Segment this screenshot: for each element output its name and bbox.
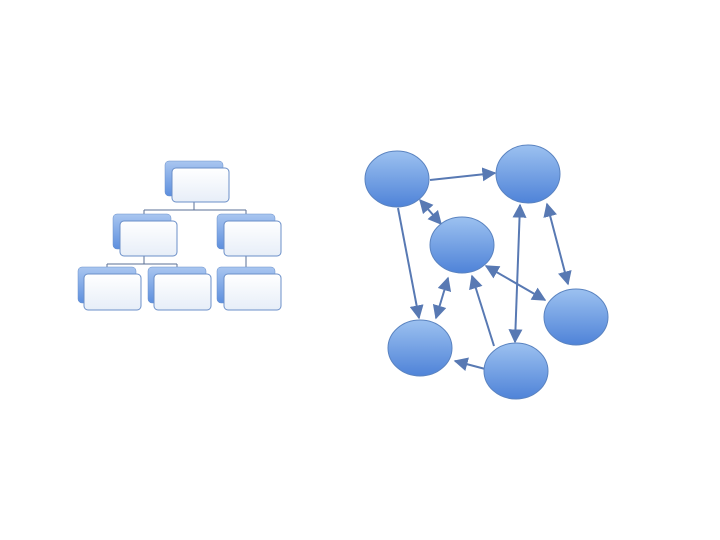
hierarchy-box-grandchild-3 — [216, 266, 282, 311]
network-node-top-left — [364, 150, 430, 208]
hierarchy-box-grandchild-2 — [147, 266, 212, 311]
network-node-center — [429, 216, 495, 274]
edge-topleft-center — [419, 198, 442, 226]
network-edges — [397, 167, 572, 371]
edge-topleft-topright — [429, 167, 497, 182]
edge-bottom-bottomleft — [453, 357, 490, 371]
hierarchy-box-child-left — [112, 213, 178, 257]
network-node-bottom — [483, 342, 549, 400]
edge-center-bottomleft — [432, 276, 452, 320]
edge-center-right — [484, 265, 547, 301]
hierarchy-connectors — [106, 201, 247, 272]
hierarchy-box-root — [164, 160, 230, 203]
edge-bottom-center — [469, 274, 495, 347]
edge-topright-bottom — [508, 203, 527, 344]
hierarchy-box-grandchild-1 — [77, 266, 142, 311]
network-nodes — [364, 144, 609, 400]
edge-topright-right — [543, 202, 572, 286]
network-node-bottom-left — [387, 319, 453, 377]
network-node-top-right — [495, 144, 561, 204]
hierarchy-box-child-right — [216, 213, 282, 257]
edge-topleft-bottomleft — [397, 207, 424, 320]
network-node-right — [543, 288, 609, 346]
